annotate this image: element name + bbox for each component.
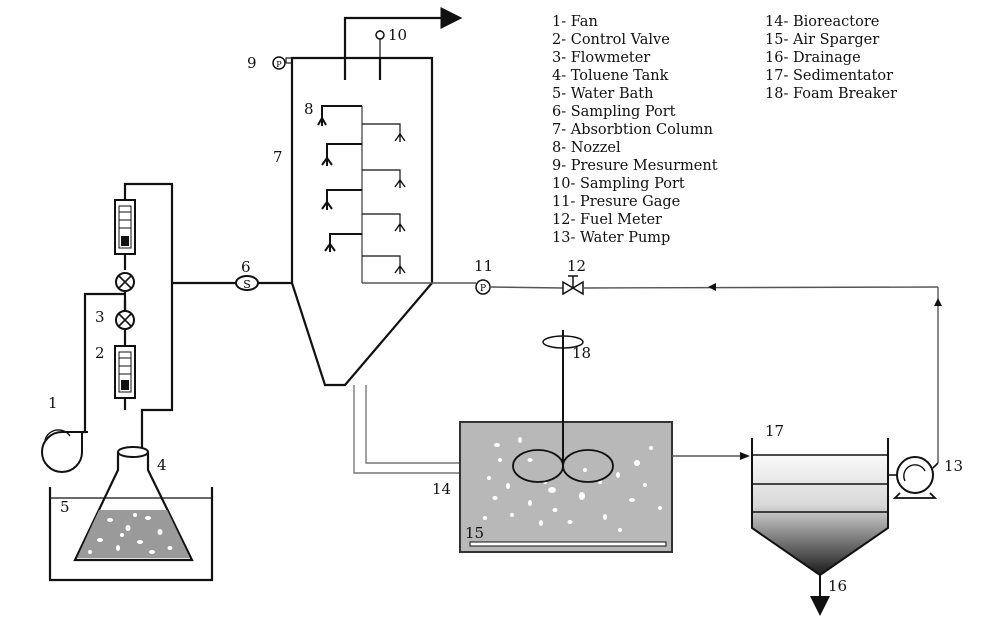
- label-4: 4: [157, 456, 167, 474]
- label-3: 3: [95, 308, 105, 326]
- absorption-column: P: [272, 7, 476, 387]
- water-pump-icon: [892, 456, 939, 499]
- legend-item: 14- Bioreactore: [765, 14, 879, 30]
- legend-item: 13- Water Pump: [552, 230, 670, 246]
- label-7: 7: [273, 148, 283, 166]
- fan-icon: [41, 429, 88, 473]
- control-valve-bottom: [115, 310, 135, 330]
- legend-item: 2- Control Valve: [552, 32, 670, 48]
- label-17: 17: [765, 422, 784, 440]
- bioreactor-outlet: [672, 452, 750, 460]
- control-valve-top: [115, 272, 135, 292]
- feed-line: [82, 182, 292, 450]
- label-13: 13: [944, 457, 963, 475]
- label-10: 10: [388, 26, 407, 44]
- label-14: 14: [432, 480, 451, 498]
- label-12: 12: [567, 257, 586, 275]
- toluene-tank: [73, 446, 194, 562]
- legend-item: 10- Sampling Port: [552, 176, 685, 192]
- legend-item: 6- Sampling Port: [552, 104, 676, 120]
- legend-item: 12- Fuel Meter: [552, 212, 662, 228]
- pressure-symbol-9: P: [276, 60, 282, 69]
- legend-item: 4- Toluene Tank: [552, 68, 669, 84]
- label-2: 2: [95, 344, 105, 362]
- label-18: 18: [572, 344, 591, 362]
- sampling-port-6: S: [235, 275, 259, 291]
- label-11: 11: [474, 257, 493, 275]
- legend-item: 17- Sedimentator: [765, 68, 893, 84]
- water-bath: [48, 487, 214, 582]
- label-1: 1: [48, 394, 58, 412]
- legend-item: 15- Air Sparger: [765, 32, 879, 48]
- sampling-port-symbol: S: [243, 278, 251, 291]
- flowmeter-top: [114, 199, 136, 255]
- legend-item: 3- Flowmeter: [552, 50, 650, 66]
- label-5: 5: [60, 498, 70, 516]
- nozzles: [317, 105, 406, 274]
- label-15: 15: [465, 524, 484, 542]
- legend-item: 11- Presure Gage: [552, 194, 680, 210]
- legend-item: 7- Absorbtion Column: [552, 122, 713, 138]
- component-numbers: 1 2 3 4 5 6 7 8 9 10 11 12 13 14 15 16 1…: [48, 26, 963, 595]
- legend-item: 5- Water Bath: [552, 86, 653, 102]
- label-6: 6: [241, 258, 251, 276]
- legend-item: 9- Presure Mesurment: [552, 158, 718, 174]
- legend-item: 18- Foam Breaker: [765, 86, 897, 102]
- legend-item: 16- Drainage: [765, 50, 861, 66]
- legend-item: 1- Fan: [552, 14, 598, 30]
- bioreactor: [459, 330, 673, 553]
- label-8: 8: [304, 100, 314, 118]
- return-line: P: [475, 275, 942, 463]
- legend: 1- Fan 2- Control Valve 3- Flowmeter 4- …: [552, 14, 897, 246]
- column-drain-pipe: [353, 385, 460, 474]
- label-9: 9: [247, 54, 257, 72]
- flowmeter-bottom: [114, 345, 136, 399]
- legend-item: 8- Nozzel: [552, 140, 621, 156]
- sedimentator: [751, 438, 898, 616]
- label-16: 16: [828, 577, 847, 595]
- pressure-symbol-11: P: [480, 284, 486, 294]
